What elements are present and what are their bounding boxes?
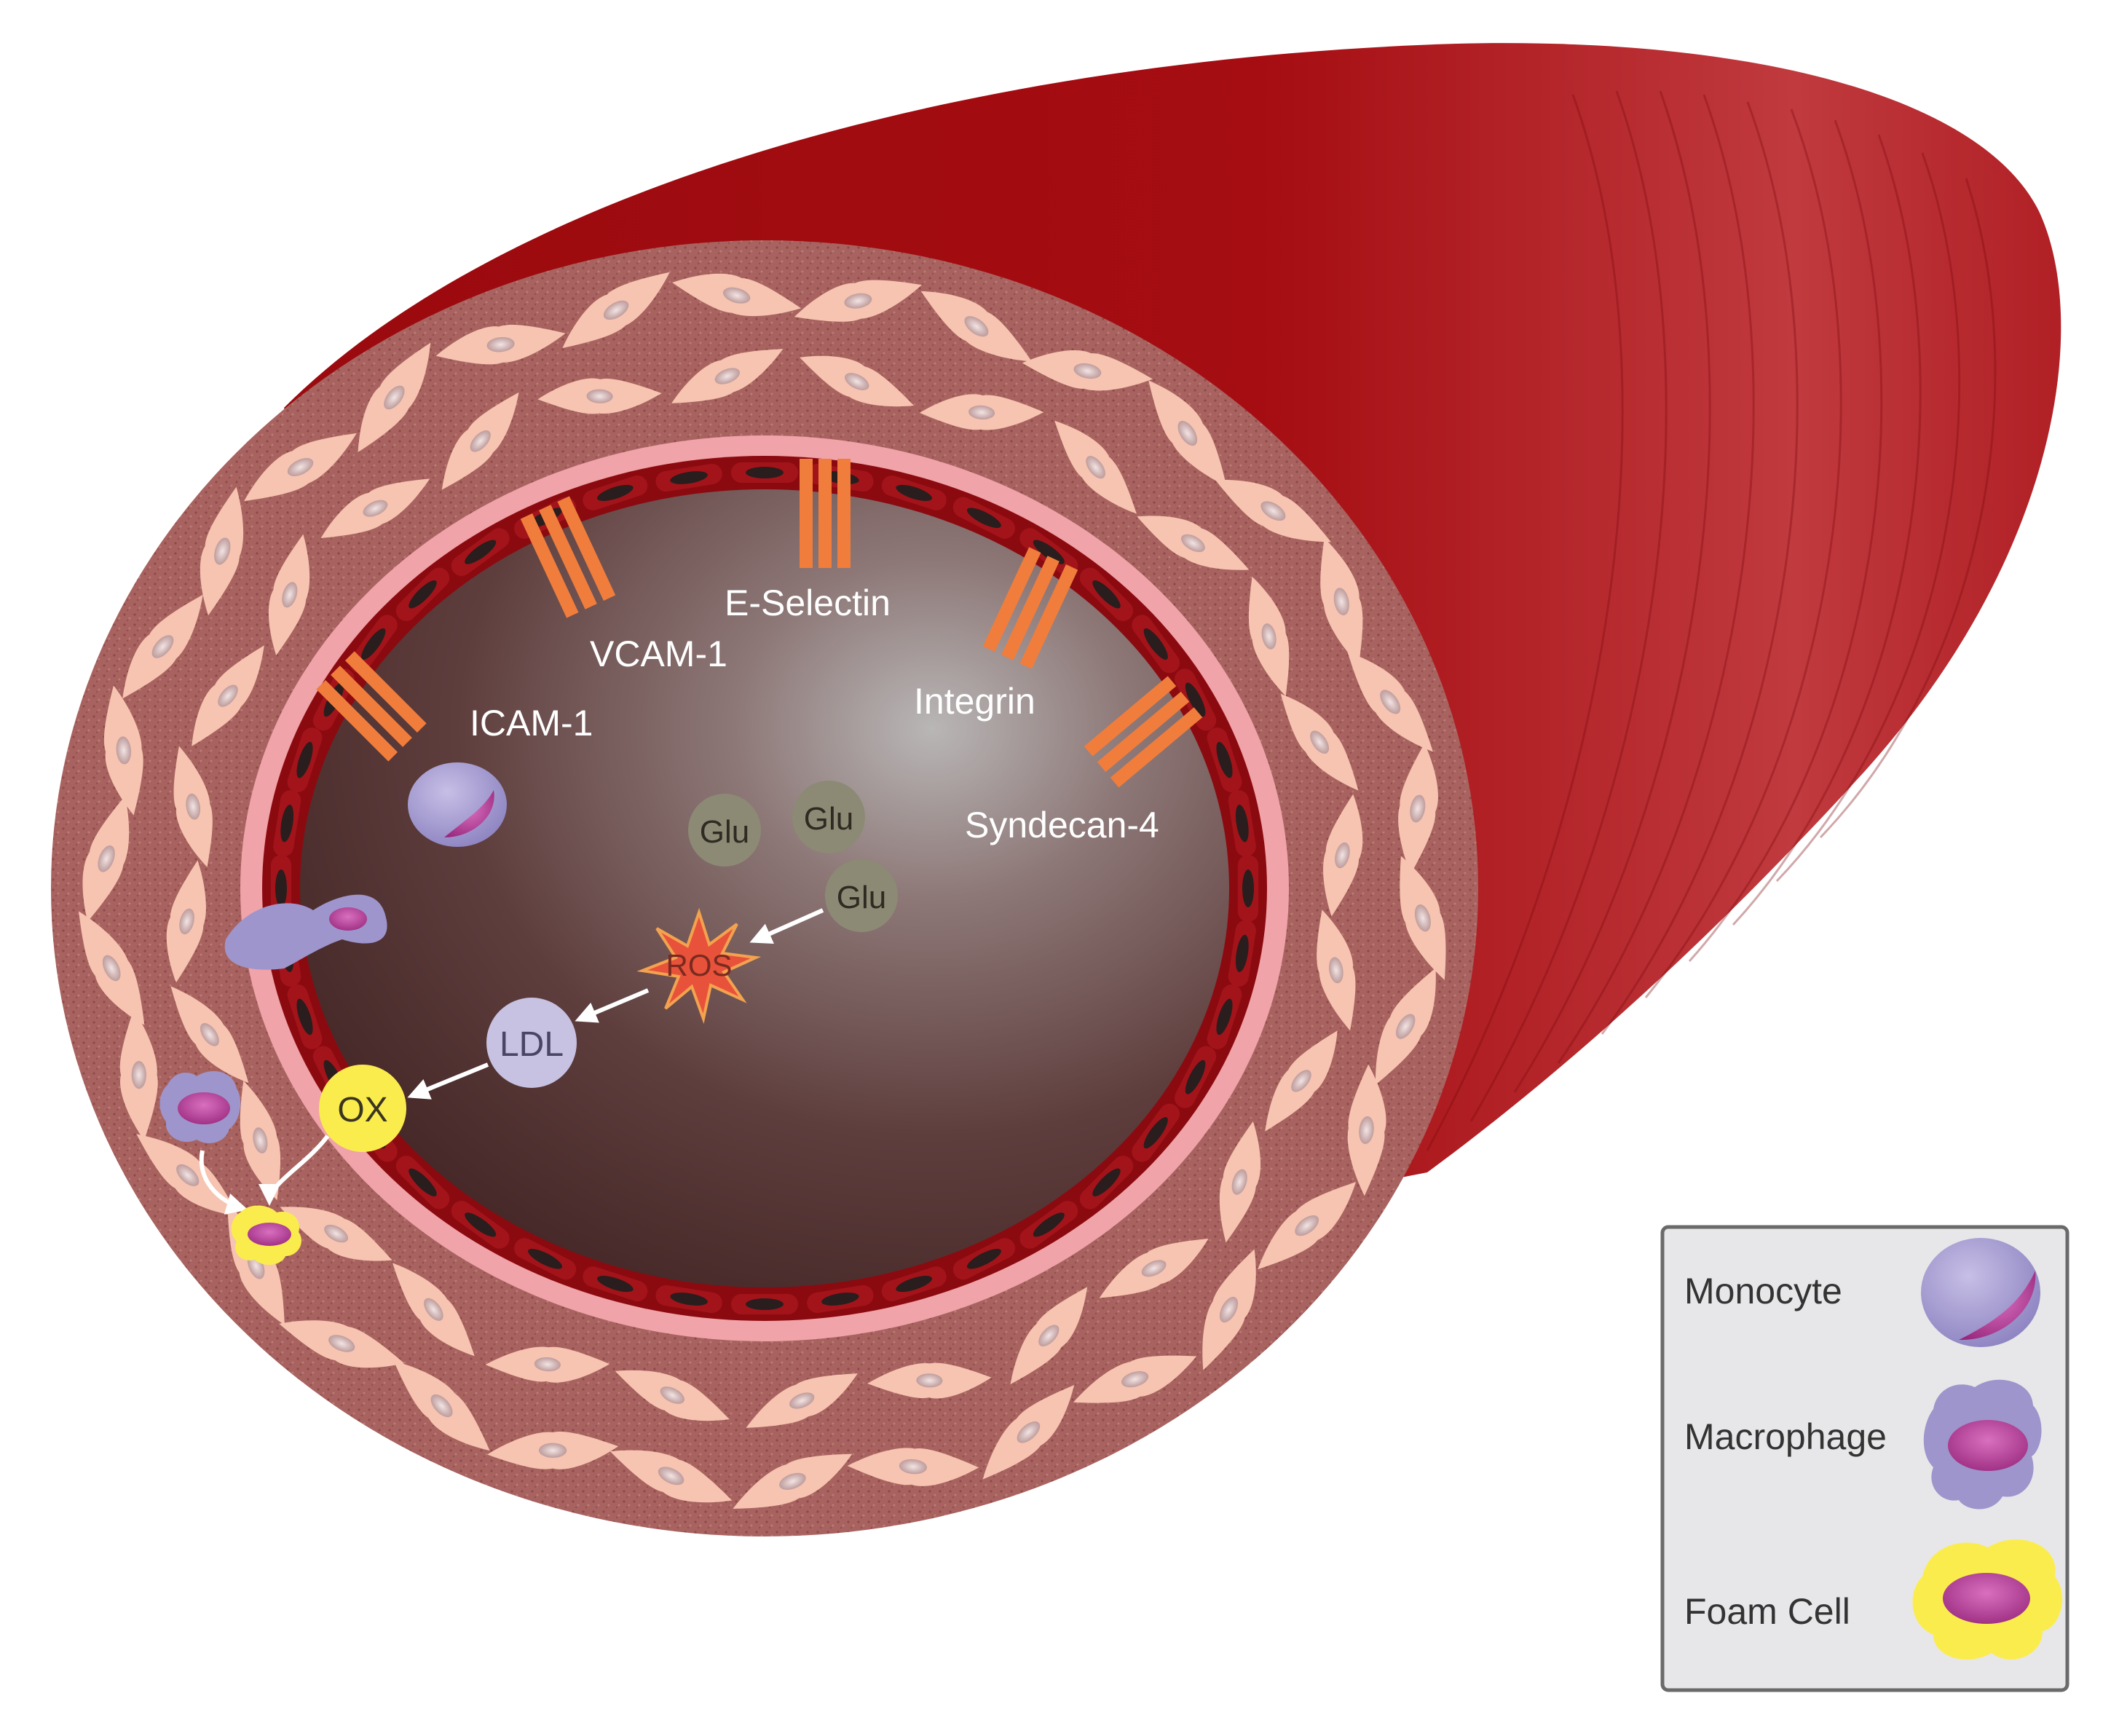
glu-label-1: Glu <box>700 814 749 850</box>
endothelial-cell <box>583 1266 648 1301</box>
macrophage-in-wall <box>159 1071 241 1143</box>
label-eselectin: E-Selectin <box>725 583 891 623</box>
receptor-syndecan4 <box>1084 676 1203 788</box>
pathway-arrows <box>199 908 824 1215</box>
legend-label-macrophage: Macrophage <box>1684 1416 1887 1457</box>
endothelial-cell <box>881 476 947 510</box>
receptor-integrin <box>982 547 1078 669</box>
monocyte-icon <box>1921 1238 2040 1347</box>
glucose-molecules: Glu Glu Glu <box>688 781 898 932</box>
receptor-eselectin <box>800 459 851 568</box>
endothelial-cell <box>952 497 1015 539</box>
endothelial-cell <box>655 463 722 492</box>
glu-label-3: Glu <box>837 880 886 915</box>
ros-burst: ROS <box>636 907 762 1025</box>
label-icam1: ICAM-1 <box>470 703 593 743</box>
endothelial-cell <box>287 727 323 793</box>
endothelial-cell <box>655 1285 722 1314</box>
endothelial-cell <box>1079 1156 1134 1210</box>
monocyte-adhered <box>408 762 507 847</box>
ros-label: ROS <box>666 948 732 982</box>
glu-label-2: Glu <box>804 801 853 837</box>
endothelial-cell <box>1175 668 1217 731</box>
receptor-icam1 <box>316 651 427 762</box>
foam-cell-icon <box>1912 1539 2063 1660</box>
label-integrin: Integrin <box>914 681 1035 722</box>
endothelial-cell <box>1132 1103 1180 1162</box>
endothelial-cell <box>273 790 301 857</box>
endothelial-cell <box>1132 615 1180 674</box>
endothelial-cell <box>1175 1046 1217 1108</box>
legend-label-monocyte: Monocyte <box>1684 1271 1842 1311</box>
legend: Monocyte Macrophage Foam Cell <box>1660 1225 2069 1692</box>
endothelial-cell <box>1019 528 1078 576</box>
endothelial-cell <box>1228 790 1256 857</box>
endothelial-cell <box>451 1201 510 1249</box>
ldl-particle: LDL <box>486 998 577 1088</box>
foam-cell-in-wall <box>231 1205 301 1265</box>
endothelial-cell <box>395 567 450 621</box>
endothelial-cell <box>1228 920 1256 987</box>
endothelial-cell <box>1207 727 1242 793</box>
ox-label: OX <box>337 1091 387 1129</box>
ox-ldl-particle: OX <box>319 1065 406 1152</box>
endothelial-cell <box>1207 984 1242 1049</box>
endothelial-cell <box>731 1294 798 1314</box>
label-vcam1: VCAM-1 <box>590 634 727 674</box>
macrophage-icon <box>1923 1379 2042 1510</box>
endothelial-cell <box>583 476 648 510</box>
legend-label-foam-cell: Foam Cell <box>1684 1591 1850 1632</box>
endothelial-cell <box>1238 855 1258 922</box>
endothelial-cell <box>1019 1201 1078 1249</box>
endothelial-cell <box>807 1285 874 1314</box>
endothelial-cell <box>395 1156 450 1210</box>
label-syndecan4: Syndecan-4 <box>965 805 1159 845</box>
ldl-label: LDL <box>500 1025 564 1064</box>
endothelial-cell <box>952 1238 1015 1280</box>
monocyte-transmigrating <box>224 894 387 970</box>
endothelial-cell <box>287 984 323 1049</box>
endothelial-cell <box>514 1238 577 1280</box>
receptors <box>316 459 1203 788</box>
endothelial-cell <box>731 462 798 483</box>
endothelial-cell <box>451 528 510 576</box>
endothelial-cell <box>1079 567 1134 621</box>
receptor-vcam1 <box>520 496 616 618</box>
endothelial-cell <box>881 1266 947 1301</box>
lumen <box>300 489 1229 1287</box>
